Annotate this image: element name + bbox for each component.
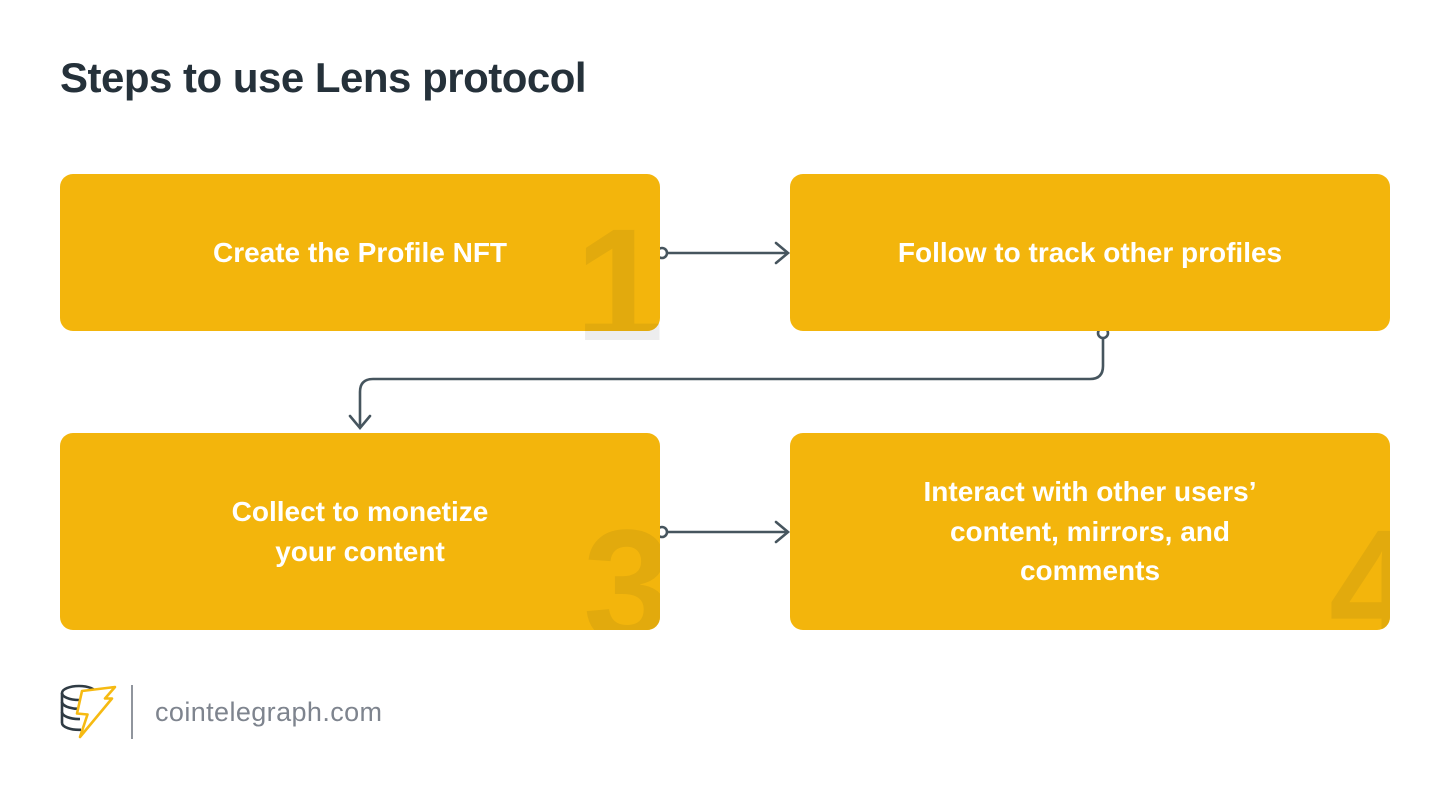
step-3-box: 3 Collect to monetize your content [60, 433, 660, 630]
connector-arrow-step1-step2 [655, 241, 791, 265]
step-1-card: 1 Create the Profile NFT [60, 174, 660, 331]
step-1-label: Create the Profile NFT [212, 236, 508, 268]
step-3-label: Collect to monetize your content [231, 495, 489, 567]
step-2-card: Follow to track other profiles [790, 174, 1390, 331]
step-4-card: 4 Interact with other users’ content, mi… [790, 433, 1390, 630]
connector-arrow-step2-step3 [348, 326, 1110, 431]
footer-divider [131, 685, 133, 739]
step-2-label: Follow to track other profiles [897, 236, 1283, 268]
step-4-label: Interact with other users’ content, mirr… [923, 475, 1257, 587]
connector-arrow-step3-step4 [655, 520, 791, 544]
page-title: Steps to use Lens protocol [60, 54, 587, 101]
footer-brand-text: cointelegraph.com [155, 696, 383, 727]
step-1-watermark-number: 1 [575, 195, 660, 332]
step-3-watermark-number: 3 [583, 496, 660, 631]
step-3-card: 3 Collect to monetize your content [60, 433, 660, 630]
step-4-watermark-number: 4 [1329, 496, 1390, 631]
footer-brand: cointelegraph.com [55, 680, 382, 744]
step-4-box: 4 Interact with other users’ content, mi… [790, 433, 1390, 630]
step-1-box: 1 1 Create the Profile NFT [60, 174, 664, 365]
cointelegraph-logo-icon [60, 684, 117, 739]
step-2-box: Follow to track other profiles [790, 174, 1390, 331]
